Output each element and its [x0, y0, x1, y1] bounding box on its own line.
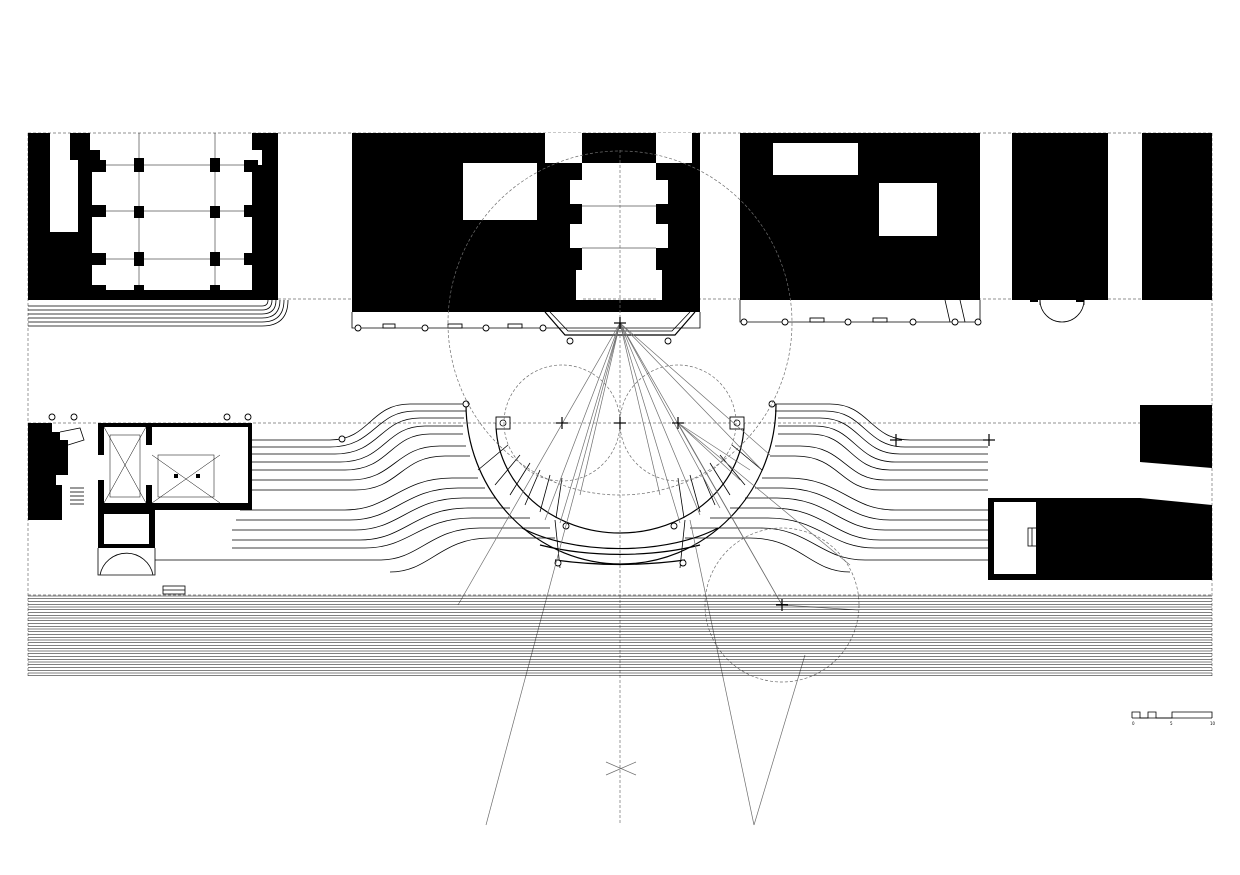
road-hatching [28, 595, 1212, 676]
building-northeast [739, 133, 1212, 326]
construction-geometry [447, 150, 995, 826]
scale-bar: 0 5 10 [1131, 711, 1216, 726]
building-north-centre [351, 133, 701, 345]
building-northwest [28, 133, 289, 327]
building-west [28, 413, 252, 595]
curved-terraces [155, 400, 988, 573]
scale-label-5: 5 [1170, 721, 1173, 726]
scale-label-10: 10 [1210, 721, 1216, 726]
building-east [988, 405, 1212, 580]
facade-columns-north-centre [354, 323, 672, 345]
scale-label-0: 0 [1132, 721, 1135, 726]
